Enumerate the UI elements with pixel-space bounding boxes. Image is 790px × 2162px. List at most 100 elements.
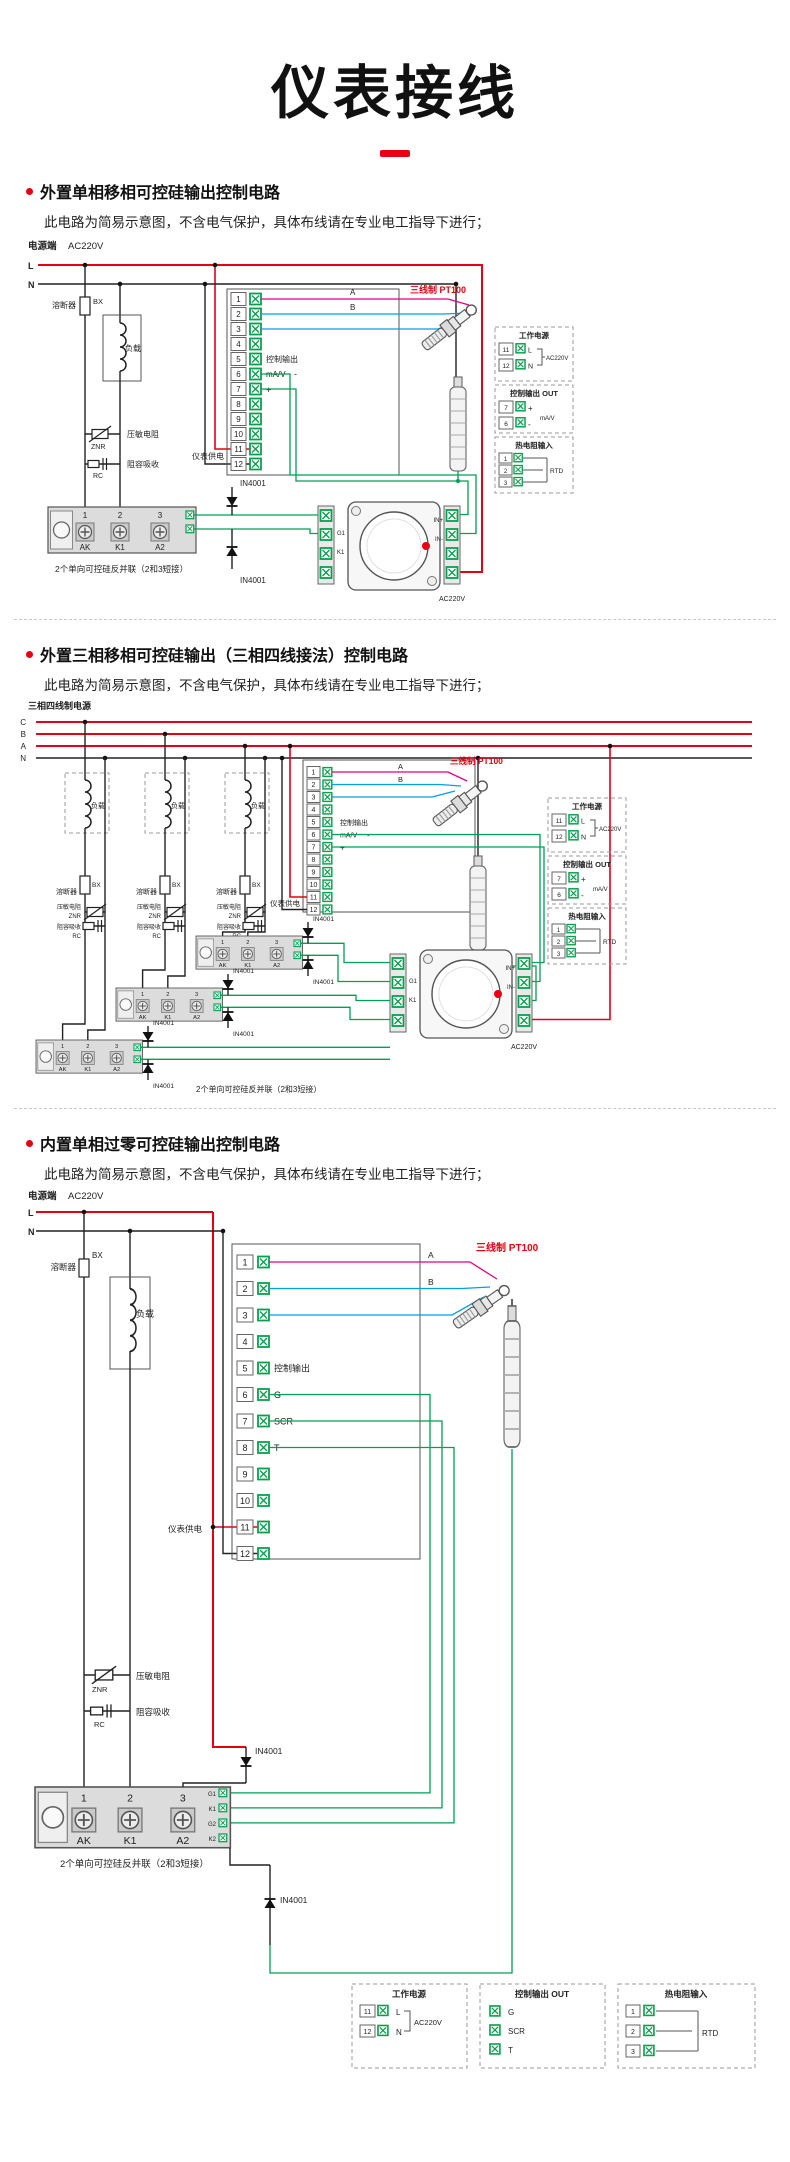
d2-term: 4 <box>312 807 316 814</box>
d3-term: 4 <box>242 1337 247 1347</box>
d2-line-b: B <box>21 730 26 739</box>
bullet-icon <box>26 1139 33 1147</box>
d2-term: 8 <box>312 857 316 864</box>
d3-term: 5 <box>242 1364 247 1374</box>
d3-legend-term: 1 <box>631 2009 635 2016</box>
d2-in4001: IN4001 <box>233 1031 254 1038</box>
d1-term: 6 <box>236 370 241 379</box>
d1-in4001-bottom: IN4001 <box>240 576 266 585</box>
d3-term: 11 <box>240 1523 249 1533</box>
d1-line-n: N <box>28 280 35 290</box>
d3-legend-title-3: 热电阻输入 <box>665 1989 708 1999</box>
d3-in4001-top: IN4001 <box>255 1746 283 1756</box>
d3-term: 9 <box>242 1470 247 1480</box>
d3-wire-a-label: A <box>428 1250 434 1260</box>
d1-varistor-label: 压敏电阻 <box>127 429 159 439</box>
bullet-icon <box>26 187 33 195</box>
d1-term: 2 <box>236 310 241 319</box>
d2-in4001: IN4001 <box>153 1020 174 1027</box>
d1-term: 9 <box>236 415 241 424</box>
d1-rc-absorb-label: 阻容吸收 <box>127 459 159 469</box>
d3-scr-note: 2个单向可控硅反并联（2和3短接） <box>60 1858 209 1870</box>
d2-in4001: IN4001 <box>233 968 254 975</box>
d3-ctrl-out-label: 控制输出 <box>274 1363 310 1374</box>
d3-fuse-label: 溶断器 <box>50 1262 76 1272</box>
d2-wire-b-label: B <box>398 775 403 784</box>
d2-line-n: N <box>20 754 26 763</box>
d2-varistor-3: 压敏电阻 <box>217 903 241 911</box>
d2-scr-module-1: IN4001 IN4001 <box>36 1020 390 1090</box>
d3-line-l: L <box>28 1208 34 1218</box>
d2-fuse-3: 溶断器 <box>216 887 237 896</box>
d3-legend-rtd-label: RTD <box>702 2029 719 2038</box>
d2-bx-3: BX <box>252 882 261 889</box>
page-title: 仪表接线 <box>270 61 519 126</box>
section-single-phase-internal: 内置单相过零可控硅输出控制电路 此电路为简易示意图，不含电气保护，具体布线请在专… <box>0 1131 790 2162</box>
d3-legend-n: N <box>396 2028 402 2037</box>
d2-scr-module-2: IN4001 IN4001 <box>116 968 392 1038</box>
d1-power-end: 电源端 <box>28 240 57 252</box>
d2-three-phase-label: 三相四线制电源 <box>28 700 91 711</box>
d2-branch-2: 负载 溶断器 BX 压敏电阻 ZNR 阻容吸收 RC <box>136 731 190 988</box>
section-1-heading: 外置单相移相可控硅输出控制电路 <box>40 185 281 202</box>
d2-terminal-block: 1 2 3 4 5 6 7 8 9 10 11 12 控制输出 mA/V - +… <box>270 743 476 916</box>
d1-scr-module-group: IN4001 IN4001 2个单向可控硅反并联（2和3短接） <box>48 479 321 585</box>
d1-rc-label: RC <box>93 473 103 480</box>
d1-in4001-top: IN4001 <box>240 479 266 488</box>
d3-terminal-block: 1 2 3 4 5 6 7 8 9 10 11 12 控制输出 G SCR T … <box>168 1243 421 1561</box>
d2-load-3: 负载 <box>251 801 265 810</box>
d1-znr-label: ZNR <box>91 444 105 451</box>
d2-rc-2: RC <box>152 934 161 940</box>
d3-line-n: N <box>28 1227 35 1237</box>
d2-term: 3 <box>312 795 316 802</box>
d3-varistor-row: 压敏电阻 ZNR <box>84 1665 171 1694</box>
d3-meter-supply-label: 仪表供电 <box>168 1524 203 1534</box>
d2-znr-1: ZNR <box>69 914 82 920</box>
d2-load-1: 负载 <box>91 801 105 810</box>
d3-scr-module-group: G1 K1 G2 K2 IN4001 IN4001 2个单向可控硅反并联（2和3… <box>35 1746 308 1945</box>
d2-term: 11 <box>310 895 317 902</box>
d3-rc-label: RC <box>94 1720 105 1729</box>
d2-sensor-wires: A B <box>332 762 468 798</box>
title-accent-dash <box>380 150 410 157</box>
d3-legend-term: 3 <box>631 2049 635 2056</box>
d2-fuse-2: 溶断器 <box>136 887 157 896</box>
section-2-subtitle: 此电路为简易示意图，不含电气保护，具体布线请在专业电工指导下进行； <box>44 678 490 693</box>
d1-bx-label: BX <box>93 297 103 306</box>
d1-wire-a-label: A <box>350 288 356 297</box>
d1-term: 8 <box>236 400 241 409</box>
d3-term: 1 <box>242 1258 247 1268</box>
d1-line-l: L <box>28 261 34 271</box>
d1-load-label: 负载 <box>125 343 141 353</box>
d2-branch-3: 负载 溶断器 BX 压敏电阻 ZNR 阻容吸收 RC <box>216 743 270 940</box>
d2-power-lines: C B A N <box>20 718 752 1021</box>
d2-varistor-2: 压敏电阻 <box>137 903 161 911</box>
d3-legend-work-power: 工作电源 11 L 12 N AC220V <box>351 1983 468 2069</box>
d2-load-2: 负载 <box>171 801 185 810</box>
d2-ctrl-out-label: 控制输出 <box>340 818 368 827</box>
diagram-single-phase-external: 电源端 AC220V L N 溶断器 BX <box>28 240 790 607</box>
d3-znr-label: ZNR <box>92 1685 108 1694</box>
d2-znr-2: ZNR <box>149 914 162 920</box>
d1-control-wires <box>261 373 477 535</box>
d2-term: 6 <box>312 832 316 839</box>
d3-legend-t: T <box>508 2046 513 2055</box>
d2-mav-label: mA/V <box>340 833 357 840</box>
section-1-subtitle: 此电路为简易示意图，不含电气保护，具体布线请在专业电工指导下进行； <box>44 215 490 230</box>
d2-term: 12 <box>310 907 318 914</box>
d3-wire-b-label: B <box>428 1277 434 1287</box>
d1-ac220v: AC220V <box>68 241 104 252</box>
d1-load-branch: 负载 <box>102 284 142 507</box>
d3-gate-g1: G1 <box>208 1792 217 1798</box>
d3-fuse-branch: 溶断器 BX <box>50 1212 103 1787</box>
d3-gate-wires <box>227 1393 455 1824</box>
d1-varistor-row: 压敏电阻 ZNR <box>85 425 159 451</box>
d3-legend-scr: SCR <box>508 2027 525 2036</box>
d1-power-labels: 电源端 AC220V L N <box>28 240 104 290</box>
d2-in4001: IN4001 <box>313 979 334 986</box>
d3-term: 12 <box>240 1549 250 1559</box>
d3-gate-k1: K1 <box>209 1807 217 1813</box>
d1-term: 1 <box>236 295 241 304</box>
d3-pt100-label: 三线制 PT100 <box>476 1241 539 1254</box>
